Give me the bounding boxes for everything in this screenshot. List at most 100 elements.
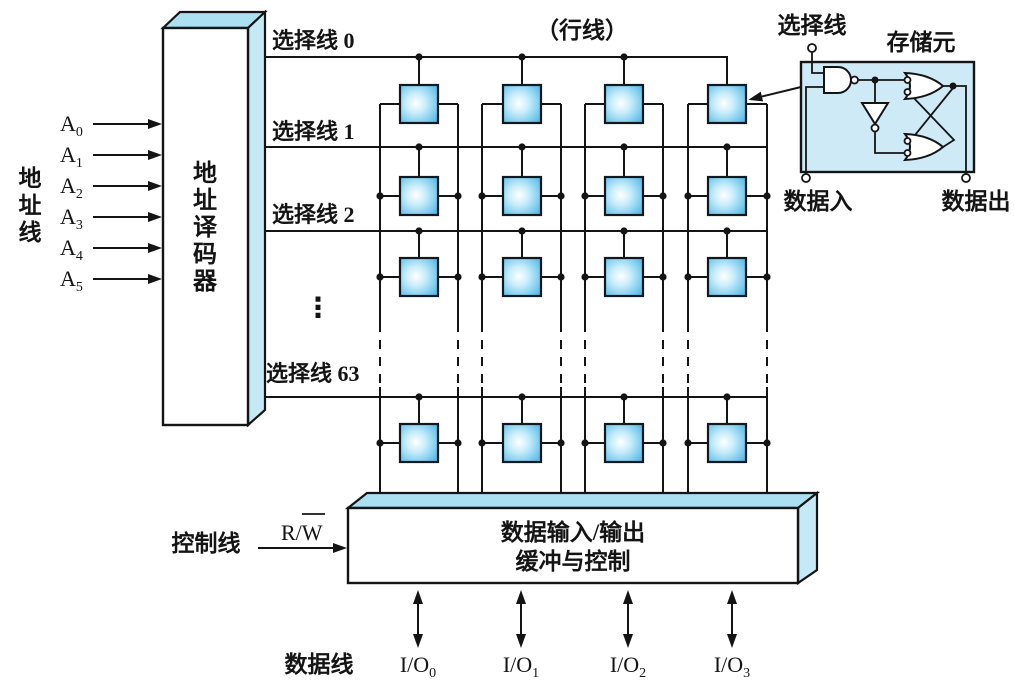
control-line-group: 控制线 R/W (172, 513, 347, 556)
io-port-label: I/O2 (610, 652, 646, 681)
select-line-label: 选择线 63 (266, 361, 360, 386)
inset-select-wire (811, 52, 824, 74)
select-line-0 (265, 56, 728, 85)
address-inputs: A0 A1 A2 A3 A4 A5 (60, 111, 162, 295)
inset-select-terminal (807, 43, 817, 53)
inset-data-out-label: 数据出 (942, 189, 1011, 214)
junction-dot (949, 82, 957, 90)
junction-dot (684, 439, 692, 447)
nand-output-bubble (850, 75, 859, 85)
nor-top-input-bubble (903, 76, 912, 84)
junction-dot (620, 143, 628, 151)
junction-dot (557, 192, 565, 200)
decoder-side-face (246, 9, 267, 428)
inset-pointer-arrow (748, 86, 802, 102)
io-buffer-side-face (796, 490, 819, 586)
junction-dot (557, 439, 565, 447)
junction-dot (684, 273, 692, 281)
junction-dot (557, 273, 565, 281)
address-input-label: A2 (60, 173, 83, 202)
io-port-label: I/O1 (503, 652, 539, 681)
io-buffer-top-face (344, 491, 821, 510)
junction-dot (659, 192, 667, 200)
junction-dot (659, 439, 667, 447)
memory-cell (501, 422, 543, 464)
junction-dot (478, 439, 486, 447)
junction-dot (415, 53, 423, 61)
junction-dot (581, 273, 589, 281)
read-write-signal-label: R/W (281, 520, 323, 545)
junction-dot (518, 143, 526, 151)
junction-dot (763, 273, 771, 281)
address-input-label: A5 (60, 266, 83, 295)
junction-dot (723, 393, 731, 401)
select-line-label: 选择线 0 (272, 28, 355, 53)
memory-cell (603, 175, 645, 217)
junction-dot (415, 227, 423, 235)
junction-dot (871, 76, 879, 84)
address-input-label: A0 (60, 111, 83, 140)
decoder-label: 地址译码器 (192, 160, 218, 295)
memory-cell-array (376, 53, 771, 493)
io-buffer-label-line1: 数据输入/输出 (501, 519, 645, 545)
memory-cell (501, 256, 543, 298)
address-bus-label: 地址线 (19, 166, 42, 245)
junction-dot (620, 227, 628, 235)
inset-inverter-out-wire (874, 131, 905, 154)
decoder-front-face (161, 26, 250, 427)
data-bus-label: 数据线 (285, 651, 354, 677)
junction-dot (454, 192, 462, 200)
address-decoder-block: 地址译码器 (160, 9, 268, 428)
inset-data-in-terminal (801, 173, 811, 183)
nor-gate-top (902, 71, 945, 101)
memory-cell (706, 175, 748, 217)
memory-cell (398, 256, 440, 298)
nor-bottom-input-bubble (903, 137, 912, 145)
inset-select-line-label: 选择线 (778, 12, 847, 38)
junction-dot (518, 393, 526, 401)
row-line-note: （行线） (536, 17, 628, 43)
memory-cell (603, 83, 645, 125)
memory-cell (398, 422, 440, 464)
inset-cross-wire-b (909, 93, 956, 148)
io-buffer-label-line2: 缓冲与控制 (516, 548, 631, 574)
junction-dot (518, 227, 526, 235)
junction-dot (763, 192, 771, 200)
select-line-label: 选择线 1 (272, 119, 355, 144)
io-buffer-front-face (346, 506, 800, 585)
inset-data-in-wire (805, 86, 824, 174)
data-bus-group: 数据线 I/O0 I/O1 I/O2 I/O3 (285, 590, 750, 681)
memory-cell (398, 175, 440, 217)
memory-cell (706, 256, 748, 298)
memory-cell (603, 422, 645, 464)
junction-dot (763, 439, 771, 447)
memory-cell (501, 83, 543, 125)
junction-dot (478, 192, 486, 200)
address-input-label: A3 (60, 204, 83, 233)
memory-cell (603, 256, 645, 298)
rows-ellipsis: ⋮ (304, 291, 332, 324)
memory-cell (398, 83, 440, 125)
inset-data-out-terminal (961, 173, 971, 183)
inverter-output-bubble (870, 123, 880, 133)
junction-dot (723, 227, 731, 235)
select-line-label: 选择线 2 (272, 202, 355, 227)
junction-dot (620, 393, 628, 401)
junction-dot (581, 439, 589, 447)
inset-data-in-label: 数据入 (784, 189, 853, 214)
junction-dot (684, 192, 692, 200)
junction-dot (478, 273, 486, 281)
address-input-label: A4 (60, 235, 83, 264)
io-port-label: I/O3 (714, 652, 750, 681)
junction-dot (518, 53, 526, 61)
storage-cell-inset: 选择线 存储元 数据入 数据出 (748, 12, 1011, 214)
junction-dot (659, 273, 667, 281)
nor-bottom-input-bubble (903, 149, 912, 157)
junction-dot (620, 53, 628, 61)
junction-dot (415, 143, 423, 151)
junction-dot (581, 192, 589, 200)
inset-cross-wire-a (910, 87, 954, 141)
junction-dot (723, 143, 731, 151)
